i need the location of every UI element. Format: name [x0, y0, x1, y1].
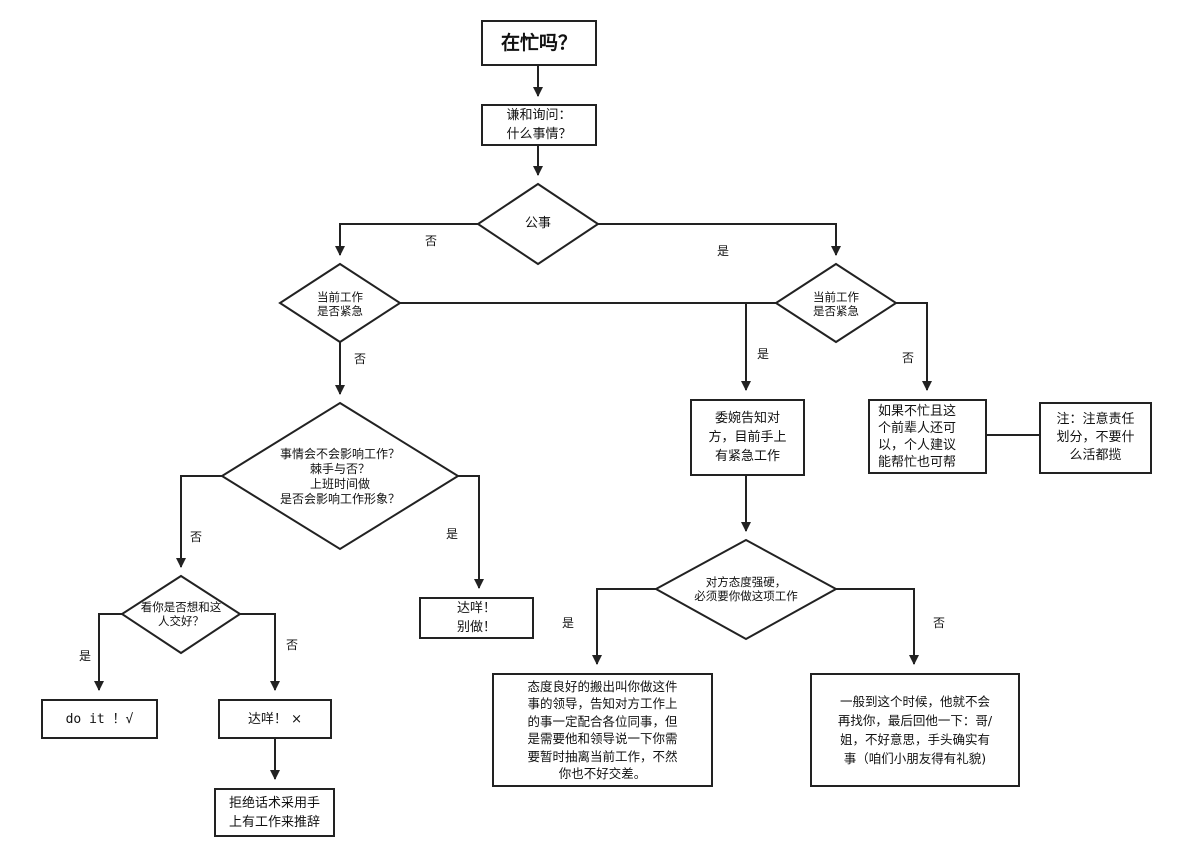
decision-urgent-left: 当前工作 是否紧急	[317, 290, 363, 318]
edge-label-befriend-no: 否	[286, 638, 299, 652]
edge-urgent-right-no	[896, 302, 932, 391]
edge-public-no	[335, 223, 478, 256]
edge-label-insist-no: 否	[933, 616, 946, 630]
edge-label-urgent-right-yes: 是	[757, 347, 770, 361]
decision-affect: 事情会不会影响工作？ 棘手与否？ 上班时间做 是否会影响工作形象？	[279, 447, 400, 506]
edge-befriend-yes	[94, 613, 122, 691]
do-it-node: do it ！√	[41, 699, 158, 739]
edge-insist-no	[836, 588, 919, 665]
decision-affect-shape	[220, 401, 460, 551]
edge-label-befriend-yes: 是	[79, 649, 92, 663]
tactful-node: 委婉告知对 方，目前手上 有紧急工作	[690, 399, 805, 476]
note-node: 注：注意责任 划分，不要什 么活都揽	[1039, 402, 1152, 474]
excuse-node: 拒绝话术采用手 上有工作来推辞	[214, 788, 335, 837]
edge-label-public-yes: 是	[717, 244, 730, 258]
edge-label-affect-yes: 是	[446, 527, 459, 541]
refuse-do-node: 达咩！ 别做！	[419, 597, 534, 639]
edge-befriend-no	[240, 613, 280, 691]
ask-node: 谦和询问： 什么事情？	[481, 104, 597, 146]
edge-label-affect-no: 否	[190, 530, 203, 544]
edge-insist-yes	[592, 588, 656, 665]
edge-label-urgent-right-no: 否	[902, 351, 915, 365]
start-node: 在忙吗？	[481, 20, 597, 66]
edge-public-yes	[598, 223, 841, 256]
decision-befriend: 看你是否想和这 人交好？	[140, 600, 222, 628]
decision-urgent-right-shape	[774, 262, 898, 344]
refuse-x-node: 达咩！ ×	[218, 699, 332, 739]
decision-public: 公事	[524, 216, 551, 231]
decision-insist-shape	[653, 538, 839, 641]
edge-label-public-no: 否	[425, 234, 438, 248]
decision-public-shape	[476, 182, 600, 266]
no-more-node: 一般到这个时候，他就不会 再找你，最后回他一下：哥/ 姐，不好意思，手头确实有 …	[810, 673, 1020, 787]
decision-insist: 对方态度强硬， 必须要你做这项工作	[694, 575, 798, 603]
polite-reply-node: 态度良好的搬出叫你做这件 事的领导，告知对方工作上 的事一定配合各位同事，但 是…	[492, 673, 713, 787]
edge-affect-yes	[458, 475, 484, 589]
decision-urgent-right: 当前工作 是否紧急	[813, 290, 859, 318]
edge-label-insist-yes: 是	[562, 616, 575, 630]
edge-affect-no	[176, 475, 222, 568]
help-senior-node: 如果不忙且这 个前辈人还可 以，个人建议 能帮忙也可帮	[868, 399, 987, 474]
edge-label-urgent-left-no: 否	[354, 352, 367, 366]
decision-befriend-shape	[120, 574, 242, 655]
